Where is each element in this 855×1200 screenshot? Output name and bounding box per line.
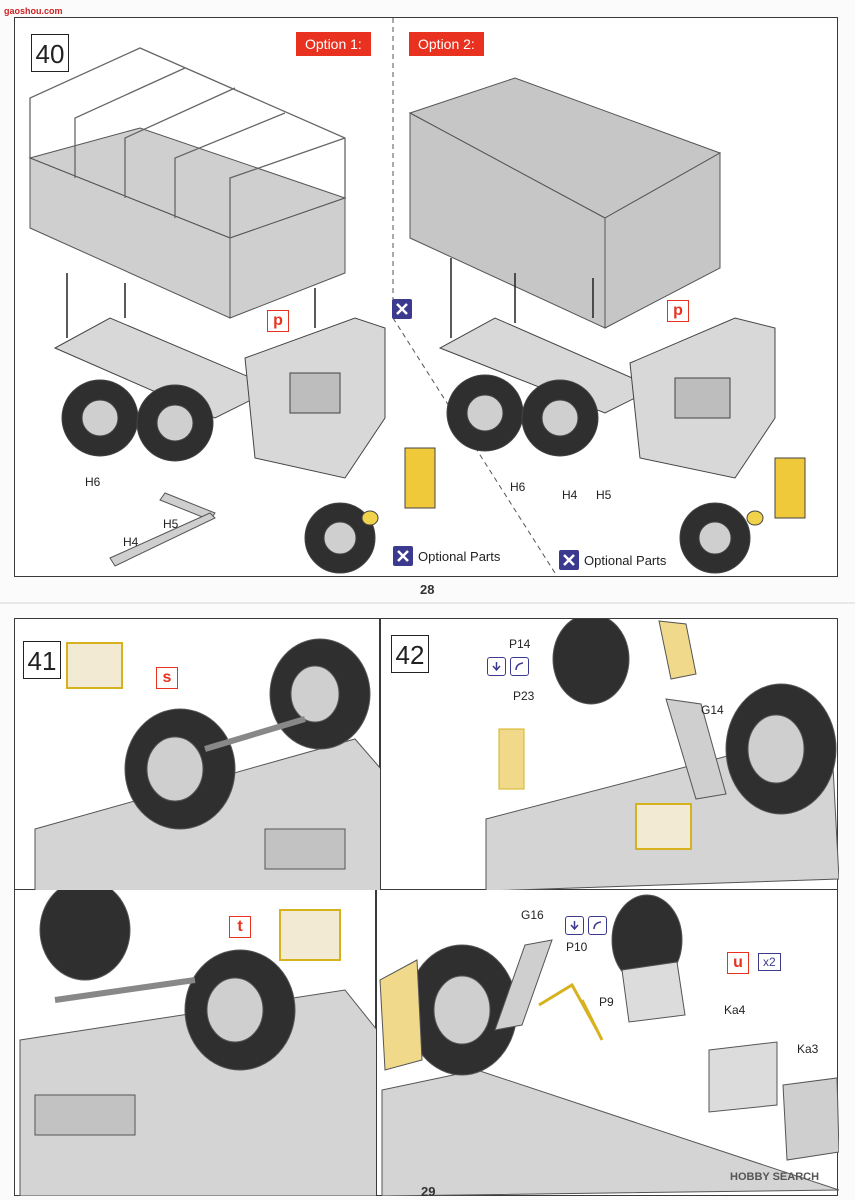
optional-parts-icon [559, 550, 579, 570]
cut-icon [487, 657, 506, 676]
step-41-drawing-top [34, 638, 381, 891]
step-41-frame-bottom: t [14, 890, 377, 1196]
optional-icon-center [392, 299, 412, 319]
ref-t: t [229, 916, 251, 938]
part-Ka4: Ka4 [724, 1003, 746, 1017]
chassis-option-2 [438, 317, 806, 574]
site-watermark: gaoshou.com [4, 6, 63, 16]
step-41-frame-top: 41 s [14, 618, 381, 891]
part-H4-right: H4 [562, 488, 578, 502]
part-P23: P23 [513, 689, 535, 703]
part-Ka3: Ka3 [797, 1042, 819, 1056]
assembly-arrows [66, 258, 594, 338]
step-42-drawing-bottom [379, 894, 839, 1196]
page-number-28: 28 [420, 582, 435, 597]
step-42-frame-top: 42 P14 P23 G14 [380, 618, 839, 891]
ref-p-left: p [267, 310, 289, 332]
cargo-bed-option-1 [28, 127, 347, 319]
part-H5-left: H5 [163, 517, 179, 531]
part-P14: P14 [509, 637, 531, 651]
page-number-29: 29 [421, 1184, 436, 1199]
chassis-option-1 [53, 317, 436, 574]
bend-icon [510, 657, 529, 676]
optional-parts-icon [393, 546, 413, 566]
hobbysearch-watermark: HOBBY SEARCH [730, 1171, 820, 1183]
optional-parts-right: Optional Parts [559, 550, 666, 570]
h-parts-left [109, 492, 216, 567]
part-G16: G16 [521, 908, 544, 922]
cargo-bed-option-2 [408, 77, 722, 329]
part-H6-right: H6 [510, 480, 526, 494]
part-H5-right: H5 [596, 488, 612, 502]
bend-icon [588, 916, 607, 935]
page-28: 40 Option 1: Option 2: p p H6 H5 H4 H6 H… [0, 0, 855, 602]
ref-p-right: p [667, 300, 689, 322]
step-42-drawing-top [485, 619, 839, 891]
quantity-x2: x2 [758, 953, 781, 971]
cut-bend-icons-bottom [565, 916, 607, 935]
cut-icon [565, 916, 584, 935]
optional-parts-left: Optional Parts [393, 546, 500, 566]
step-number-40: 40 [31, 34, 69, 72]
ref-u: u [727, 952, 749, 974]
part-H6-left: H6 [85, 475, 101, 489]
optional-parts-label: Optional Parts [418, 548, 501, 564]
step-40-frame: 40 Option 1: Option 2: p p H6 H5 H4 H6 H… [14, 17, 838, 577]
option-2-label: Option 2: [409, 32, 484, 56]
step-number-41: 41 [23, 641, 61, 679]
step-number-42: 42 [391, 635, 429, 673]
part-G14: G14 [701, 703, 724, 717]
part-P9: P9 [599, 995, 614, 1009]
ref-s: s [156, 667, 178, 689]
step-41-drawing-bottom [19, 890, 377, 1196]
part-P10: P10 [566, 940, 588, 954]
cut-bend-icons-top [487, 657, 529, 676]
canvas-bows [29, 47, 346, 238]
page-29: 41 s 42 P14 P23 G14 [0, 604, 855, 1200]
option-1-label: Option 1: [296, 32, 371, 56]
part-H4-left: H4 [123, 535, 139, 549]
optional-parts-label: Optional Parts [584, 552, 667, 568]
step-40-drawing [28, 18, 806, 574]
step-42-frame-bottom: G16 P10 P9 u x2 Ka4 Ka3 [376, 890, 839, 1196]
